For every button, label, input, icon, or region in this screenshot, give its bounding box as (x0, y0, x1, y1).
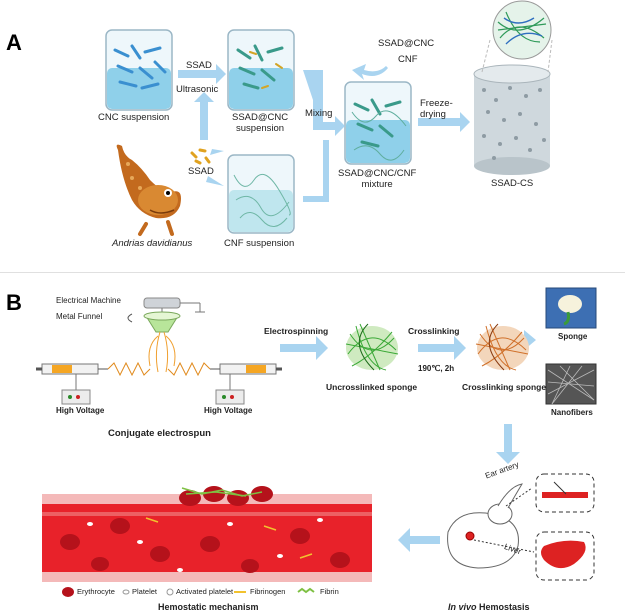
rabbit-illustration (447, 483, 535, 569)
panel-divider (0, 272, 625, 273)
label-crosslinking-sponge: Crosslinking sponge (462, 382, 547, 392)
label-uncrosslinked-sponge: Uncrosslinked sponge (326, 382, 418, 392)
panel-a-arrows (178, 64, 470, 202)
beaker-mixture (344, 81, 412, 165)
crosslinking-sponge (475, 323, 529, 371)
liver-inset (535, 531, 595, 581)
zoom-circle (481, 0, 553, 73)
panel-a-diagram (105, 0, 553, 236)
label-condition: 190℃, 2h (418, 364, 455, 373)
ear-artery-inset (535, 473, 595, 513)
label-hemostasis: Hemostasis (476, 602, 530, 612)
beaker-cnc (105, 29, 173, 111)
label-crosslinking: Crosslinking (408, 326, 460, 336)
label-nanofibers: Nanofibers (551, 408, 593, 417)
label-electrical-machine: Electrical Machine (56, 296, 121, 305)
panel-b-diagram (36, 287, 597, 597)
label-high-voltage-right: High Voltage (204, 406, 253, 415)
label-in-vivo: In vivo (448, 602, 477, 612)
ssad-particles (190, 148, 211, 165)
beaker-ssad-cnc (227, 29, 295, 111)
label-ssad-cs: SSAD-CS (491, 178, 534, 189)
salamander-illustration (116, 144, 181, 236)
panel-b-letter: B (6, 290, 22, 315)
electrospinning-apparatus (127, 297, 205, 373)
label-ultrasonic: Ultrasonic (176, 84, 219, 95)
label-metal-funnel: Metal Funnel (56, 312, 103, 321)
label-freeze-drying: Freeze- drying (420, 98, 453, 120)
label-in-vivo-hemostasis: In vivo Hemostasis (448, 602, 530, 612)
sponge-photo (545, 287, 597, 329)
label-mixing: Mixing (305, 108, 333, 119)
panel-a: A (0, 0, 625, 270)
panel-a-letter: A (6, 30, 22, 55)
label-hemostatic-mechanism: Hemostatic mechanism (158, 602, 259, 612)
ssad-cs-cylinder (473, 64, 551, 175)
label-cnf-suspension: CNF suspension (224, 238, 295, 249)
blood-vessel (42, 486, 372, 582)
label-high-voltage-left: High Voltage (56, 406, 105, 415)
legend-fibrin: Fibrin (320, 587, 339, 596)
syringe-right (167, 361, 282, 377)
legend-platelet: Platelet (132, 587, 158, 596)
label-ssad-arrow: SSAD (186, 60, 212, 71)
nanofibers-photo (545, 363, 597, 405)
syringe-left (36, 361, 151, 377)
beaker-cnf (227, 154, 295, 234)
label-conjugate-electrospun: Conjugate electrospun (108, 428, 211, 439)
label-sponge: Sponge (558, 332, 588, 341)
label-ssad-cnc-top: SSAD@CNC (378, 38, 435, 49)
label-cnc-suspension: CNC suspension (98, 112, 170, 123)
uncrosslinked-sponge (345, 323, 399, 371)
legend-activated-platelet: Activated platelet (176, 587, 234, 596)
label-ssad-cnc-suspension: SSAD@CNC suspension (232, 112, 289, 134)
legend-erythrocyte: Erythrocyte (77, 587, 115, 596)
legend-icons (62, 587, 315, 597)
label-electrospinning: Electrospinning (264, 326, 329, 336)
panel-b: B (0, 274, 625, 616)
high-voltage-right (215, 374, 245, 405)
label-ssad-small: SSAD (188, 166, 214, 177)
label-species: Andrias davidianus (112, 238, 193, 249)
legend-fibrinogen: Fibrinogen (250, 587, 286, 596)
label-mixture: SSAD@CNC/CNF mixture (338, 168, 417, 190)
label-cnf-top: CNF (398, 54, 418, 65)
high-voltage-left (61, 374, 91, 405)
